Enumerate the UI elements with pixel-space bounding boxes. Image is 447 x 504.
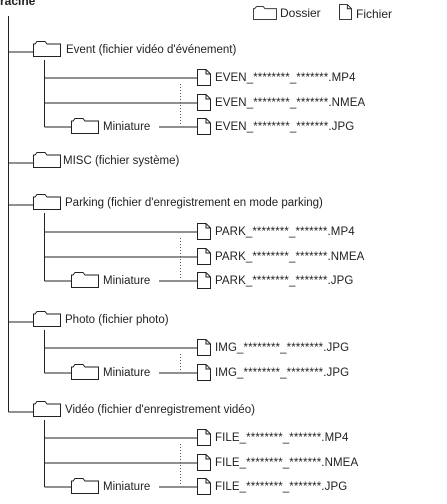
file-icon [197, 248, 211, 265]
thumbnail-label: Miniature [103, 367, 151, 379]
folder-photo-icon [33, 311, 61, 327]
file-name: EVEN_********_*******.MP4 [215, 72, 356, 84]
folder-thumbnail-icon [71, 272, 99, 288]
file-name: EVEN_********_*******.JPG [215, 121, 355, 133]
folder-event-label: Event (fichier vidéo d'événement) [66, 44, 237, 56]
root-title: racine [0, 0, 36, 8]
file-icon [197, 429, 211, 446]
file-icon [197, 454, 211, 471]
folder-thumbnail-icon [71, 364, 99, 380]
folder-misc-label: MISC (fichier système) [63, 155, 180, 167]
file-icon [197, 94, 211, 111]
file-icon [197, 118, 211, 135]
file-icon [197, 339, 211, 356]
file-icon [197, 272, 211, 289]
file-name: IMG_********_********.JPG [215, 367, 350, 379]
file-name: FILE_********_*******.JPG [215, 481, 348, 493]
file-icon [197, 69, 211, 86]
file-name: EVEN_********_*******.NMEA [215, 97, 366, 109]
file-icon [197, 478, 211, 495]
thumbnail-label: Miniature [103, 275, 151, 287]
legend-file-label: Fichier [356, 7, 393, 21]
folder-photo-label: Photo (fichier photo) [65, 314, 169, 326]
folder-event-icon [33, 41, 61, 57]
folder-thumbnail-icon [71, 478, 99, 494]
thumbnail-label: Miniature [103, 121, 151, 133]
folder-thumbnail-icon [71, 118, 99, 134]
folder-video-label: Vidéo (fichier d'enregistrement vidéo) [65, 404, 255, 416]
legend-file-icon [339, 4, 352, 20]
file-name: PARK_********_*******.MP4 [215, 226, 355, 238]
folder-misc-icon [33, 152, 61, 168]
legend-folder-icon [253, 6, 277, 20]
file-name: IMG_********_********.JPG [215, 342, 350, 354]
file-name: FILE_********_*******.MP4 [215, 432, 349, 444]
legend-folder-label: Dossier [280, 6, 321, 20]
thumbnail-label: Miniature [103, 481, 151, 493]
folder-video-icon [33, 401, 61, 417]
file-name: PARK_********_*******.JPG [215, 275, 354, 287]
folder-parking-icon [33, 194, 61, 210]
file-icon [197, 364, 211, 381]
file-name: PARK_********_*******.NMEA [215, 251, 365, 263]
file-name: FILE_********_*******.NMEA [215, 457, 359, 469]
file-icon [197, 223, 211, 240]
folder-parking-label: Parking (fichier d'enregistrement en mod… [65, 197, 323, 209]
